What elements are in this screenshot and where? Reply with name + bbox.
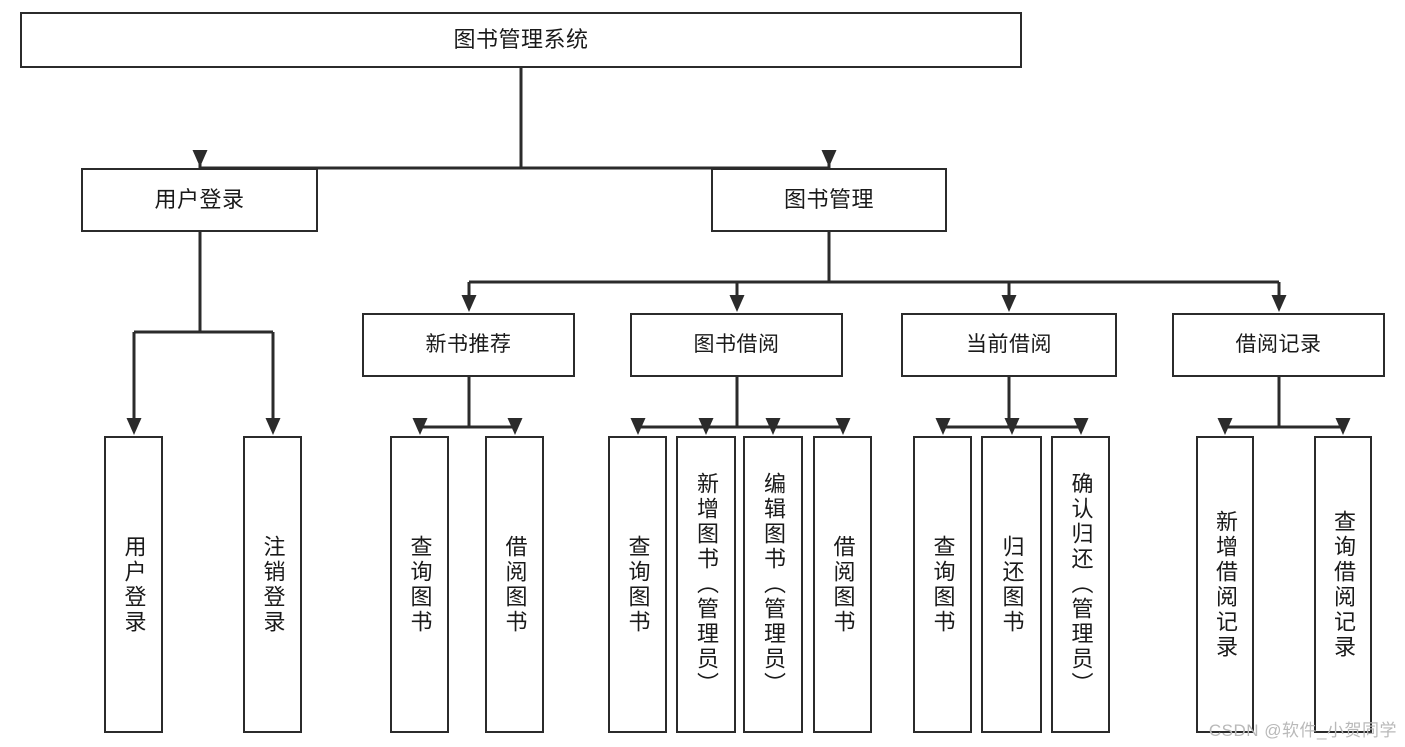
node-leaf-bw-add[interactable]: 新增图书（管理员）: [676, 436, 736, 733]
node-label: 用户登录: [154, 187, 245, 213]
node-label: 新增借阅记录: [1212, 509, 1238, 660]
node-label: 查询图书: [407, 534, 433, 635]
node-leaf-bw-edit[interactable]: 编辑图书（管理员）: [743, 436, 803, 733]
node-leaf-cur-query[interactable]: 查询图书: [913, 436, 972, 733]
node-leaf-cur-return[interactable]: 归还图书: [981, 436, 1042, 733]
node-label: 借阅图书: [502, 534, 528, 635]
node-label: 当前借阅: [966, 332, 1052, 356]
node-label: 用户登录: [121, 534, 147, 635]
node-label: 查询借阅记录: [1330, 509, 1356, 660]
node-login[interactable]: 用户登录: [81, 168, 318, 232]
node-label: 确认归还（管理员）: [1068, 472, 1094, 697]
node-leaf-bw-query[interactable]: 查询图书: [608, 436, 667, 733]
node-leaf-rec-add[interactable]: 新增借阅记录: [1196, 436, 1254, 733]
node-label: 图书管理系统: [453, 27, 589, 53]
node-bookmgmt[interactable]: 图书管理: [711, 168, 947, 232]
node-label: 新增图书（管理员）: [693, 472, 719, 697]
node-leaf-user-login[interactable]: 用户登录: [104, 436, 163, 733]
node-newbook[interactable]: 新书推荐: [362, 313, 575, 377]
node-leaf-rec-query[interactable]: 查询借阅记录: [1314, 436, 1372, 733]
node-leaf-cur-confirm[interactable]: 确认归还（管理员）: [1051, 436, 1110, 733]
node-borrow[interactable]: 图书借阅: [630, 313, 843, 377]
watermark: CSDN @软件_小贺同学: [1208, 721, 1397, 740]
node-label: 查询图书: [930, 534, 956, 635]
node-label: 新书推荐: [425, 332, 512, 356]
node-leaf-logout[interactable]: 注销登录: [243, 436, 302, 733]
node-label: 注销登录: [260, 534, 286, 635]
node-label: 图书借阅: [693, 332, 780, 356]
node-label: 借阅图书: [830, 534, 856, 635]
node-label: 查询图书: [625, 534, 651, 635]
node-label: 编辑图书（管理员）: [760, 472, 786, 697]
node-label: 归还图书: [999, 534, 1025, 635]
node-leaf-new-borrow[interactable]: 借阅图书: [485, 436, 544, 733]
node-label: 借阅记录: [1235, 332, 1322, 356]
node-current[interactable]: 当前借阅: [901, 313, 1117, 377]
node-leaf-bw-borrow[interactable]: 借阅图书: [813, 436, 872, 733]
node-records[interactable]: 借阅记录: [1172, 313, 1385, 377]
node-leaf-new-query[interactable]: 查询图书: [390, 436, 449, 733]
node-label: 图书管理: [783, 187, 874, 213]
node-root[interactable]: 图书管理系统: [20, 12, 1022, 68]
